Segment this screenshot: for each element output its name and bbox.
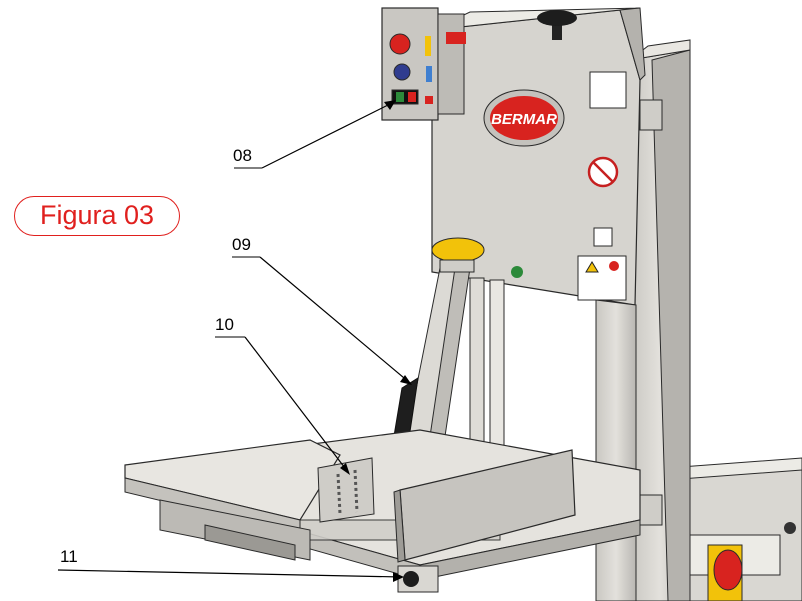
leader-09 — [232, 256, 412, 385]
figure-label: Figura 03 — [14, 196, 180, 236]
leader-08 — [234, 100, 396, 169]
control-panel — [381, 7, 466, 121]
leader-10 — [215, 336, 350, 475]
blade — [469, 277, 505, 456]
main-switch — [707, 522, 796, 601]
emergency-stop-button — [389, 33, 411, 55]
brand-text: BERMAR — [491, 111, 557, 128]
callout-09: 09 — [232, 235, 251, 254]
warning-labels — [431, 71, 627, 301]
tension-knob-icon — [537, 10, 577, 40]
table-lock-knob — [397, 565, 439, 593]
cutting-fence — [393, 449, 576, 563]
throat-column — [595, 299, 637, 601]
leader-11 — [57, 569, 404, 582]
reset-button — [393, 63, 411, 81]
right-column — [629, 39, 691, 601]
callout-08: 08 — [233, 146, 252, 165]
sliding-carriage — [124, 439, 341, 561]
brand-logo: BERMAR — [483, 89, 565, 147]
upper-housing — [431, 7, 646, 306]
callout-11: 11 — [60, 547, 78, 566]
pusher-plate — [317, 457, 375, 523]
callout-10: 10 — [215, 315, 234, 334]
